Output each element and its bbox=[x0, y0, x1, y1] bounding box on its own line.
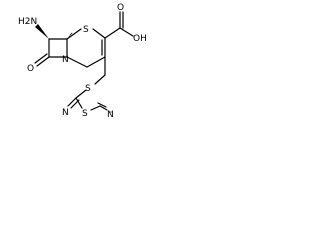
bond-s-tdz bbox=[75, 89, 87, 99]
atom-label-ring-s: S bbox=[83, 25, 89, 35]
atom-label-amino: H2N bbox=[18, 17, 37, 27]
atom-label-cooh-oh: OH bbox=[133, 34, 147, 44]
bond-tdz-s-c5 bbox=[90, 105, 101, 111]
bond-c3-c4 bbox=[86, 56, 106, 68]
bond-c2-cooh bbox=[104, 27, 121, 39]
atom-label-tdz-s: S bbox=[82, 109, 88, 119]
bond-ch2-s bbox=[94, 74, 106, 85]
bond-cooh-oh bbox=[119, 27, 134, 37]
atom-label-linker-s: S bbox=[85, 84, 91, 94]
bond-tdz-c2-n3 bbox=[67, 97, 77, 107]
bond-c8-o-1 bbox=[36, 56, 50, 67]
bond-tdz-c5-n4 bbox=[99, 105, 108, 111]
bond-c8-o-2 bbox=[34, 53, 48, 64]
bond-c6-s1 bbox=[66, 28, 82, 40]
bond-tdz-c2-n3-double bbox=[70, 99, 80, 109]
atom-label-cooh-o: O bbox=[117, 3, 124, 13]
atom-label-lactam-o: O bbox=[27, 64, 34, 74]
structure-canvas: H2N O OH O S N S S N N bbox=[0, 0, 160, 122]
chemical-structure: H2N O OH O S N S S N N bbox=[18, 3, 147, 120]
wedge-bond-c7-nh2 bbox=[35, 24, 49, 39]
bond-c4-n5 bbox=[66, 56, 88, 68]
bond-s1-c2 bbox=[92, 28, 106, 39]
atom-label-tdz-n2: N bbox=[62, 108, 69, 118]
atom-label-tdz-n1: N bbox=[107, 110, 114, 120]
bond-tdz-c2-s bbox=[75, 97, 83, 109]
atom-label-lactam-n: N bbox=[62, 55, 69, 65]
bond-tdz-c5-n4-double bbox=[97, 102, 107, 108]
